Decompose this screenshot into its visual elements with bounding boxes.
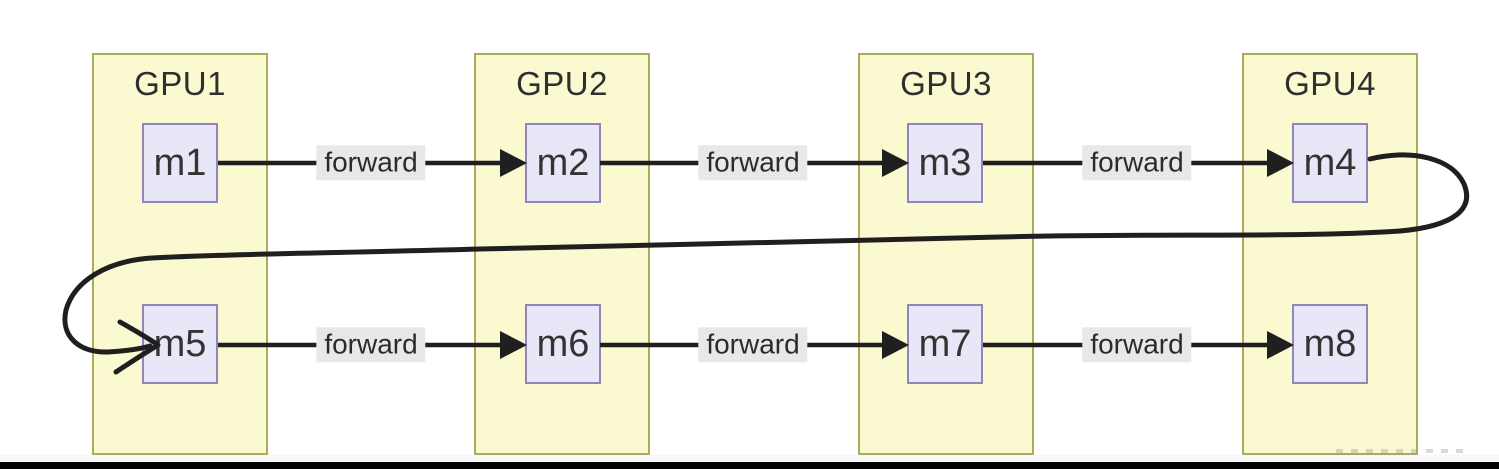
module-m3: m3 [907, 123, 983, 203]
letterbox-bottom-bar [0, 462, 1499, 469]
forward-label-2: forward [698, 145, 808, 181]
bottom-strip [0, 455, 1499, 462]
arrowhead-icon [1267, 149, 1294, 177]
forward-label-6: forward [1082, 327, 1192, 363]
forward-label-1: forward [316, 145, 426, 181]
gpu2-title: GPU2 [516, 65, 608, 102]
forward-label-5: forward [698, 327, 808, 363]
gpu3-title: GPU3 [900, 65, 992, 102]
arrowhead-icon [500, 331, 527, 359]
arrowhead-icon [882, 149, 909, 177]
module-m7: m7 [907, 304, 983, 384]
gpu1-column: GPU1 [92, 53, 268, 455]
arrowhead-icon [882, 331, 909, 359]
gpu1-title: GPU1 [134, 65, 226, 102]
watermark [1336, 449, 1468, 453]
gpu3-column: GPU3 [858, 53, 1034, 455]
module-m2: m2 [525, 123, 601, 203]
module-m8: m8 [1292, 304, 1368, 384]
arrowhead-icon [1267, 331, 1294, 359]
forward-label-3: forward [1082, 145, 1192, 181]
module-m1: m1 [142, 123, 218, 203]
gpu2-column: GPU2 [474, 53, 650, 455]
module-m4: m4 [1292, 123, 1368, 203]
arrowhead-icon [500, 149, 527, 177]
loopback-arrowhead-icon [113, 319, 161, 375]
loopback-curve-m4-m5 [62, 152, 1470, 355]
forward-label-4: forward [316, 327, 426, 363]
gpu4-column: GPU4 [1242, 53, 1418, 455]
gpu4-title: GPU4 [1284, 65, 1376, 102]
module-m6: m6 [525, 304, 601, 384]
